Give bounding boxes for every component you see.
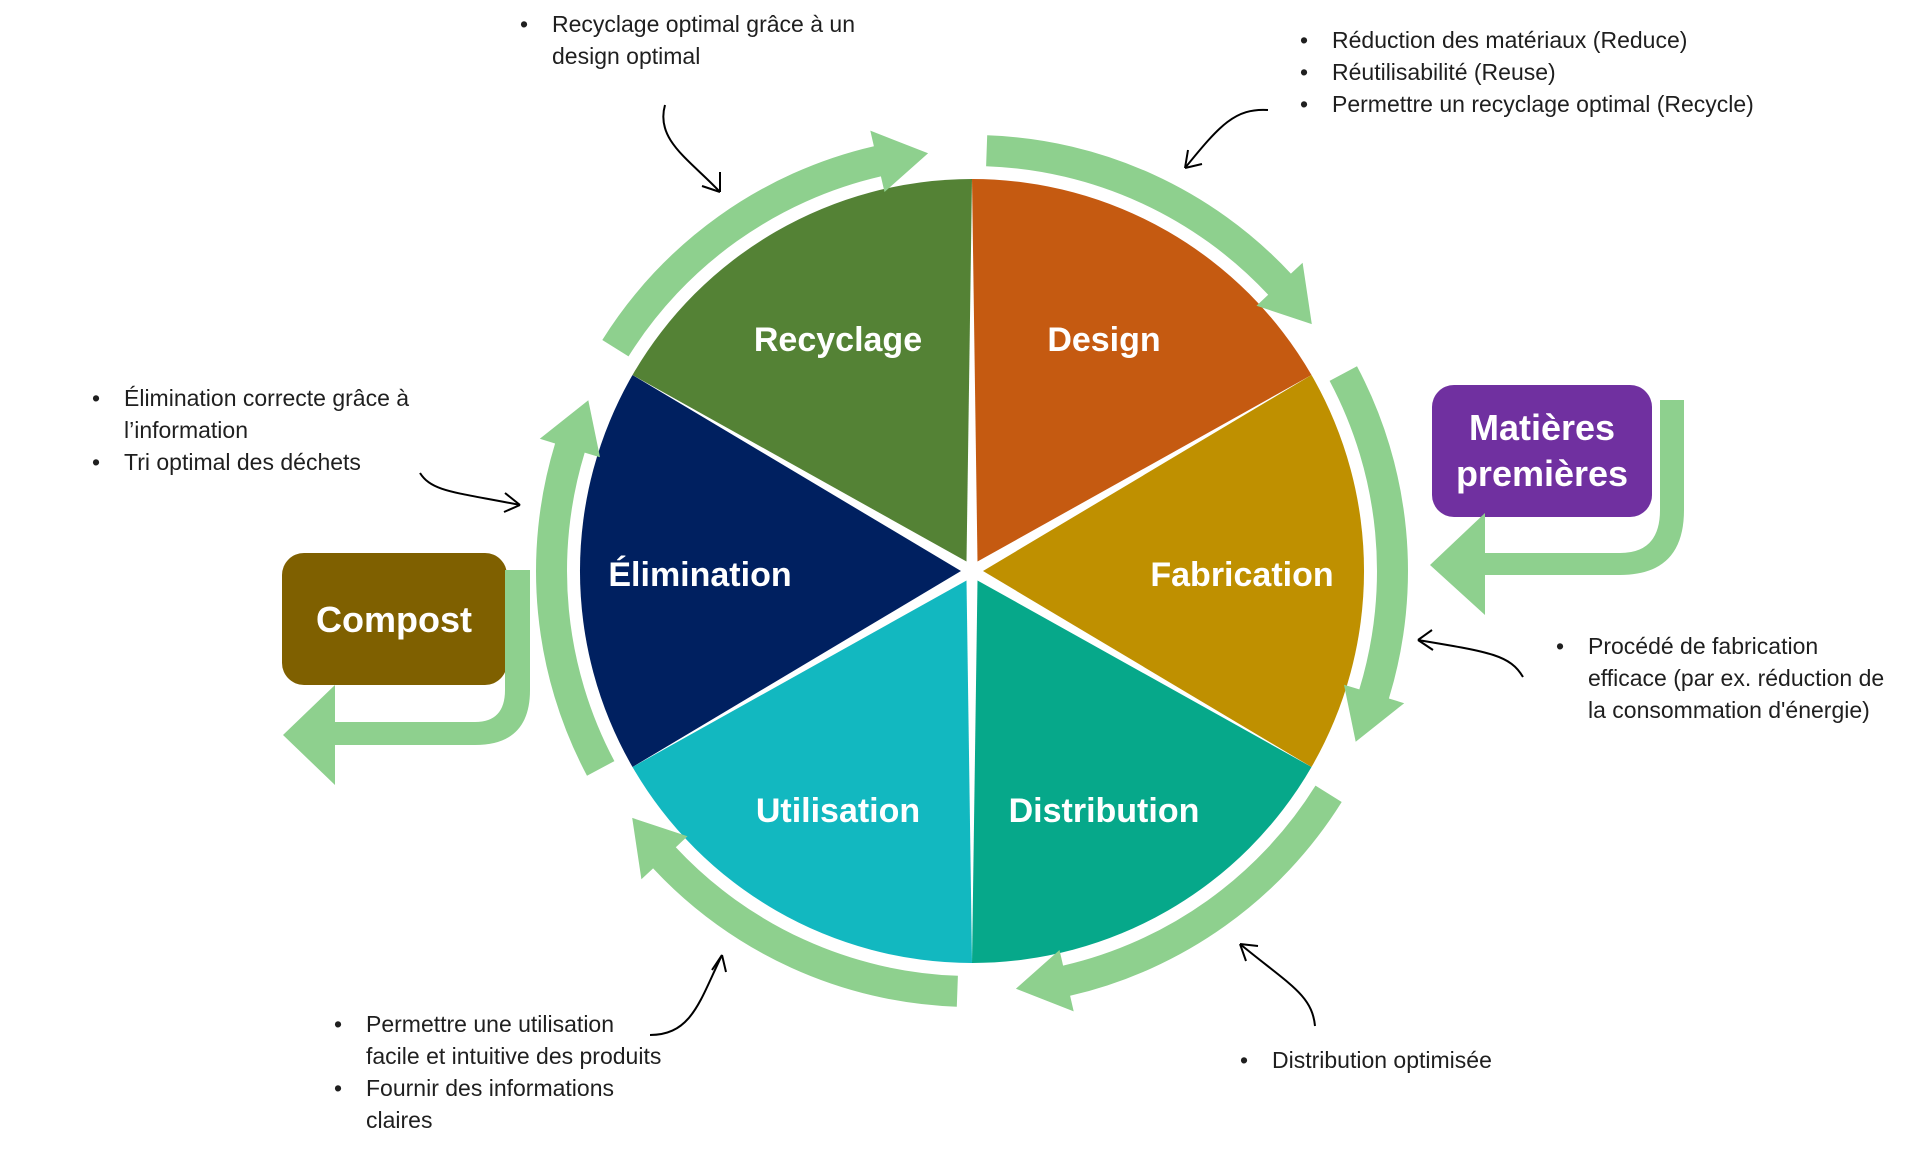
note-distribution: Distribution optimisée (1240, 1044, 1640, 1076)
note-design-item: Réduction des matériaux (Reduce) (1300, 24, 1900, 56)
ring-arrow-fabrication (1329, 366, 1408, 742)
pointer-arrow-distribution-head (1239, 943, 1259, 962)
note-design: Réduction des matériaux (Reduce) Réutili… (1300, 24, 1900, 120)
compost-box (282, 553, 507, 685)
pointer-arrow-recyclage (662, 104, 721, 193)
wheel-segment-recyclage (632, 178, 972, 562)
compost-label: Compost (316, 599, 472, 640)
ring-arrow-utilisation (632, 817, 958, 1007)
ring-arrow-design (986, 135, 1312, 325)
pointer-arrow-design-head (1184, 149, 1203, 169)
pointer-arrow-elimination (419, 472, 521, 506)
note-elimination-item: Élimination correcte grâce à l’informati… (92, 382, 472, 446)
pointer-arrow-utilisation-head (711, 954, 727, 973)
segment-label-elimination: Élimination (608, 556, 791, 594)
segment-label-fabrication: Fabrication (1150, 556, 1333, 594)
segment-label-distribution: Distribution (1009, 792, 1200, 830)
raw-materials-label-line2: premières (1456, 453, 1628, 494)
segment-label-design: Design (1047, 321, 1160, 359)
pointer-arrows (419, 104, 1524, 1036)
note-utilisation-item: Fournir des informations claires (334, 1072, 664, 1136)
wheel-segment-utilisation (632, 580, 972, 963)
pointer-arrow-distribution (1239, 943, 1316, 1027)
note-recyclage: Recyclage optimal grâce à un design opti… (520, 8, 900, 72)
note-design-item: Permettre un recyclage optimal (Recycle) (1300, 88, 1900, 120)
wheel-segment-distribution (972, 580, 1312, 963)
note-fabrication: Procédé de fabrication efficace (par ex.… (1556, 630, 1886, 726)
note-elimination-item: Tri optimal des déchets (92, 446, 472, 478)
wheel-segment-fabrication (983, 375, 1365, 767)
segment-label-recyclage: Recyclage (754, 321, 922, 359)
note-design-item: Réutilisabilité (Reuse) (1300, 56, 1900, 88)
pointer-arrow-elimination-head (503, 492, 521, 513)
ring-arrow-recyclage (602, 130, 929, 357)
pointer-arrow-fabrication (1417, 639, 1524, 678)
segment-label-utilisation: Utilisation (756, 792, 920, 830)
note-recyclage-item: Recyclage optimal grâce à un design opti… (520, 8, 900, 72)
wheel-segment-elimination (579, 375, 961, 767)
raw-materials-arrow (1430, 400, 1684, 615)
note-distribution-item: Distribution optimisée (1240, 1044, 1640, 1076)
note-utilisation: Permettre une utilisation facile et intu… (334, 1008, 664, 1136)
raw-materials-box (1432, 385, 1652, 517)
ring-arrow-elimination (536, 400, 615, 776)
pointer-arrow-recyclage-head (701, 172, 721, 193)
raw-materials-label-line1: Matières (1469, 407, 1615, 448)
note-fabrication-item: Procédé de fabrication efficace (par ex.… (1556, 630, 1886, 726)
compost-arrow (283, 570, 530, 785)
note-utilisation-item: Permettre une utilisation facile et intu… (334, 1008, 664, 1072)
wheel-segment-design (972, 179, 1312, 562)
ring-arrow-distribution (1015, 785, 1342, 1012)
pointer-arrow-design (1184, 108, 1269, 169)
note-elimination: Élimination correcte grâce à l’informati… (92, 382, 472, 478)
pointer-arrow-fabrication-head (1417, 629, 1434, 651)
